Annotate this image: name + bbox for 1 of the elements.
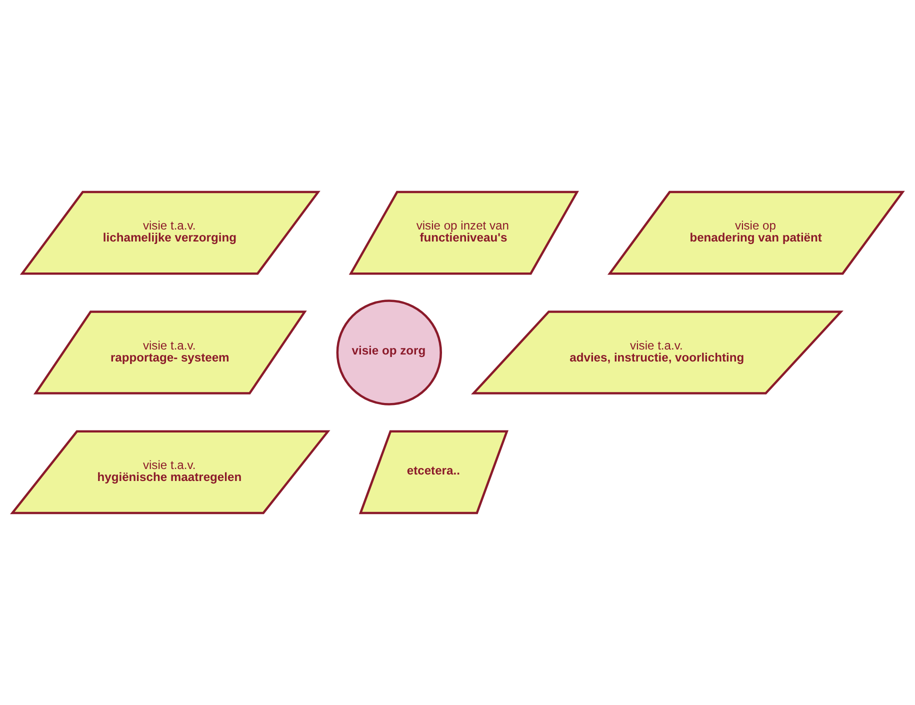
node-circle: visie op zorg — [336, 300, 442, 406]
